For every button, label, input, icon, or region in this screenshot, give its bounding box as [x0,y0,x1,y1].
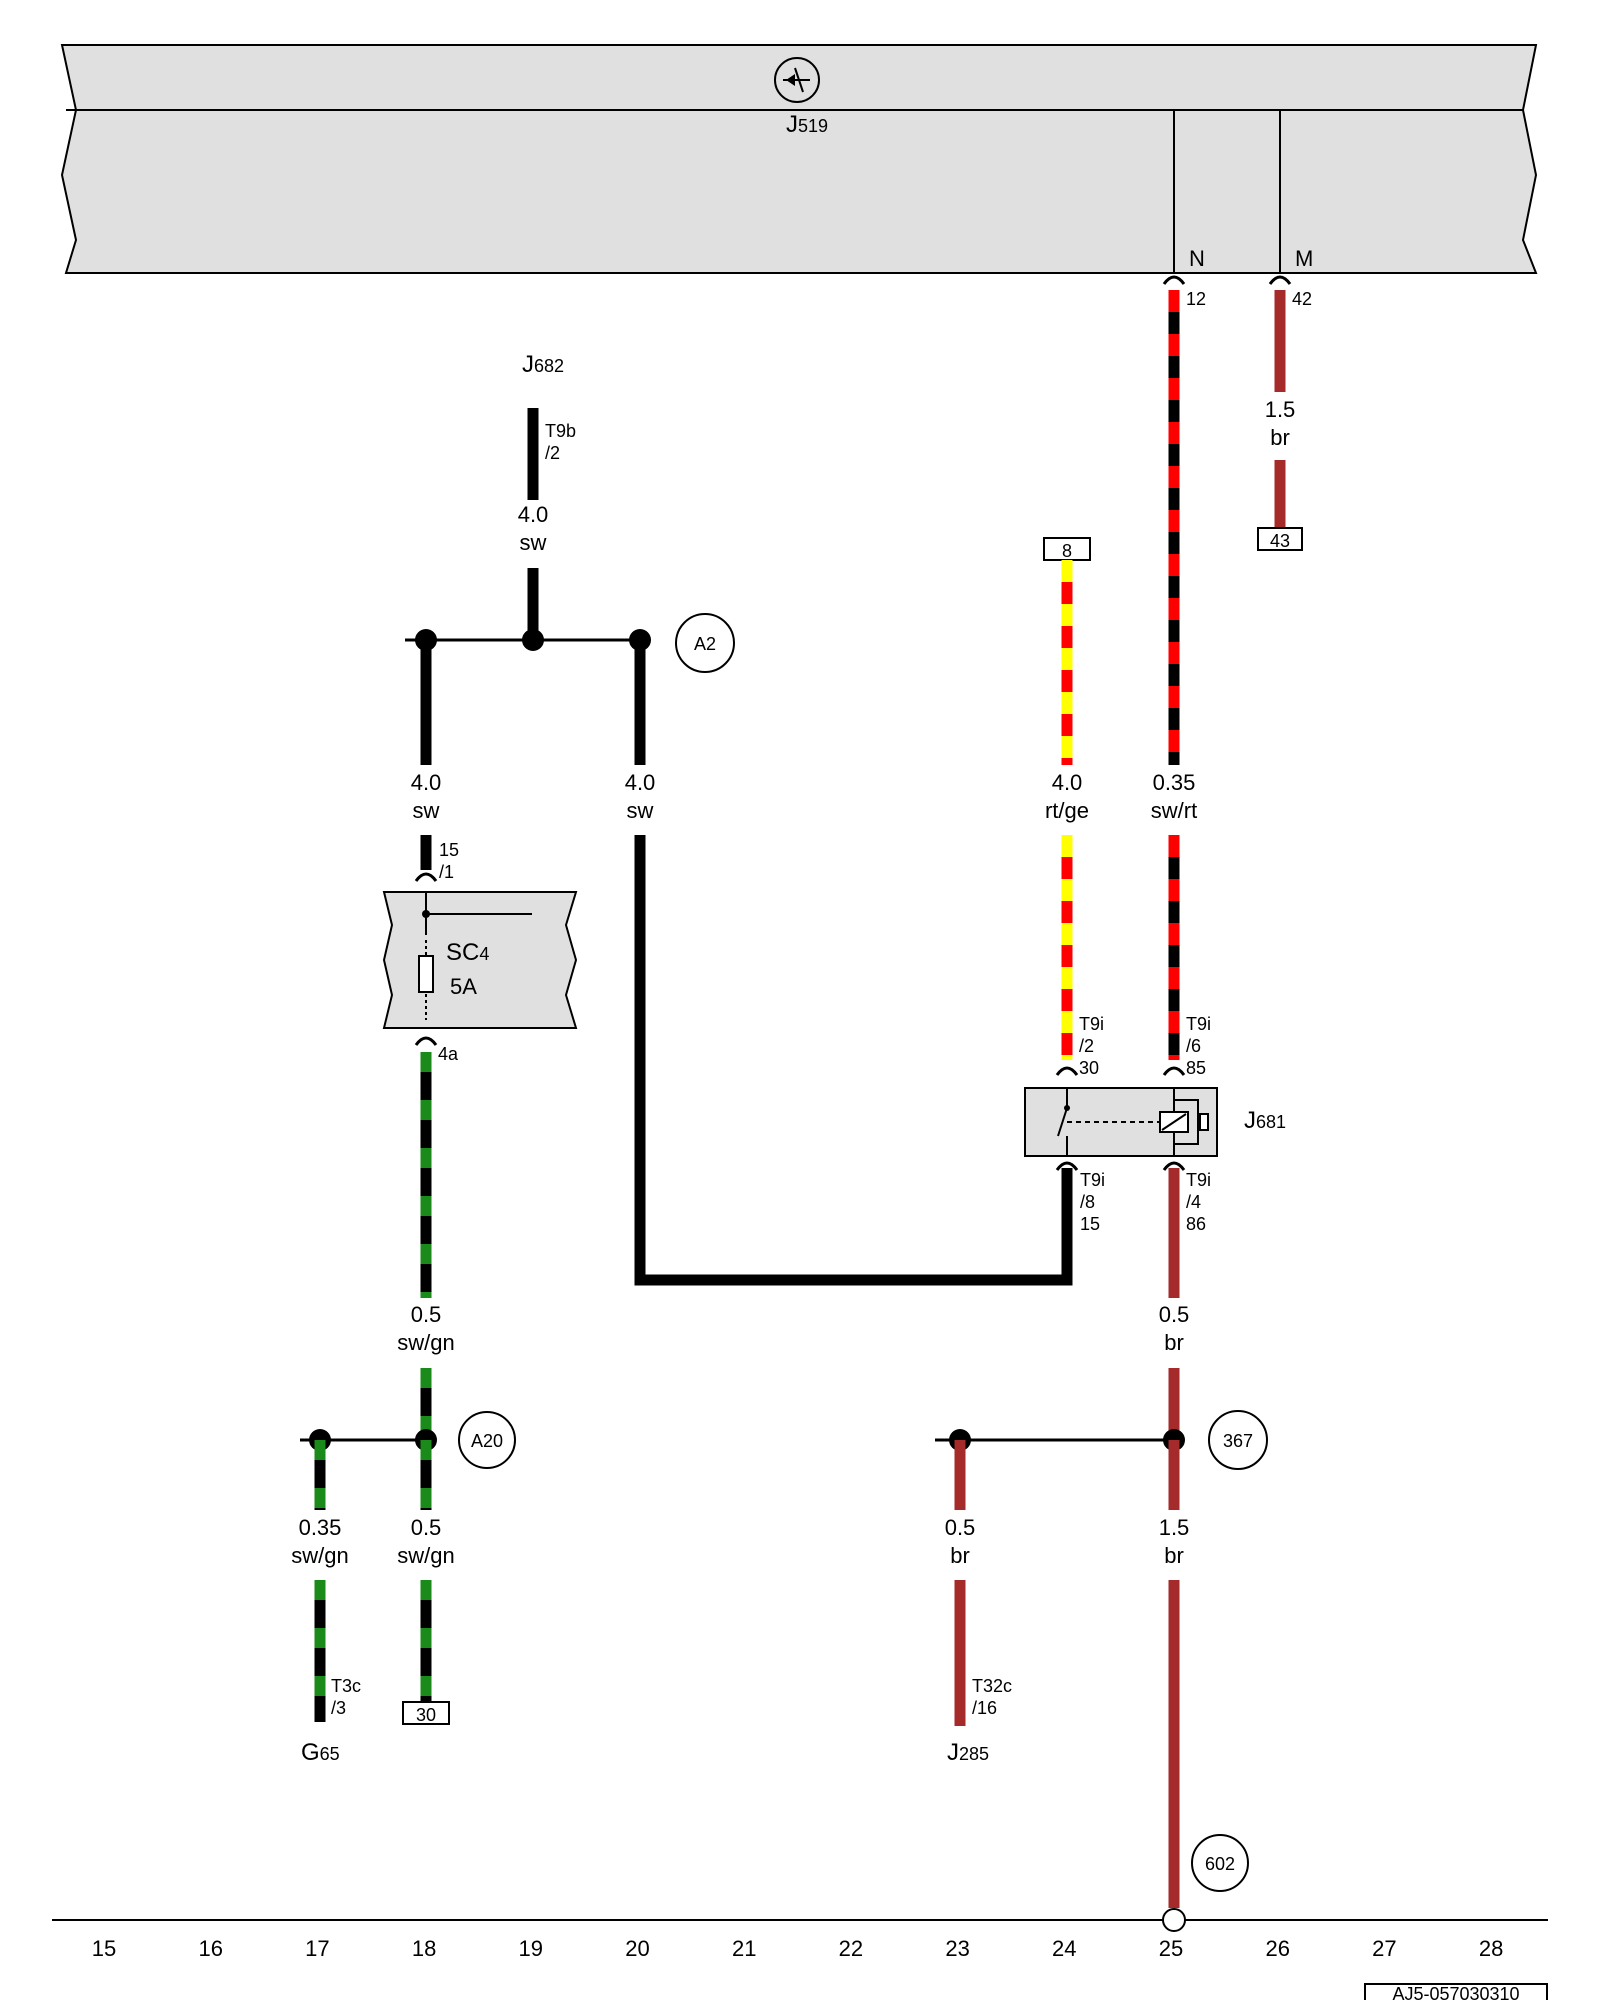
ref-43-label: 43 [1270,531,1290,551]
grid-number: 21 [732,1936,756,1961]
node-a20-label: A20 [471,1431,503,1451]
ref-30-box [402,1701,450,1725]
grid-number: 17 [305,1936,329,1961]
node-602-label: 602 [1205,1854,1235,1874]
grid-number: 26 [1265,1936,1289,1961]
doc-id-box [1364,1983,1548,2000]
wire-30-size: 0.5 [411,1515,442,1540]
ref-30-label: 30 [416,1705,436,1725]
j519-code: J [786,111,798,138]
wire-m-color: br [1270,425,1290,450]
wire-br86-size: 0.5 [1159,1302,1190,1327]
t9b-label: T9b [545,421,576,441]
wire-rtge-color: rt/ge [1045,798,1089,823]
node-a2-label: A2 [694,634,716,654]
wire-j285-color: br [950,1543,970,1568]
sc4-rating: 5A [450,974,477,999]
grid-number: 27 [1372,1936,1396,1961]
t9i-6-b: /6 [1186,1036,1201,1056]
wire-gnd-size: 1.5 [1159,1515,1190,1540]
wire-gnd-color: br [1164,1543,1184,1568]
wire-a2-sw [634,640,1073,1286]
relay-switch-icon [1057,1107,1068,1137]
control-unit-j519: J519 N M [60,44,1538,274]
pin-42-label: 42 [1292,289,1312,309]
node-367 [1208,1410,1268,1470]
wire-rtge-size: 4.0 [1052,770,1083,795]
wire-swrt-color: sw/rt [1151,798,1197,823]
grid-number: 23 [945,1936,969,1961]
junction-dot [522,629,544,651]
control-unit-icon [783,67,810,93]
wire-sc-in-size: 4.0 [411,770,442,795]
grid-number: 15 [92,1936,116,1961]
fuse-sc4 [382,891,578,1029]
ground-point [1162,1908,1186,1932]
grid-number: 18 [412,1936,436,1961]
t9b-pin-label: /2 [545,443,560,463]
t3c-pin-label: /3 [331,1698,346,1718]
grid-number: 24 [1052,1936,1076,1961]
grid-number: 19 [519,1936,543,1961]
t32c-pin-label: /16 [972,1698,997,1718]
wire-m-size: 1.5 [1265,397,1296,422]
ref-43-box [1257,527,1303,551]
g65-label: G65 [301,1739,340,1766]
t9i-2-a: T9i [1079,1014,1104,1034]
grid-number: 28 [1479,1936,1503,1961]
relay-j681 [1024,1087,1218,1157]
j681-label: J681 [1244,1107,1286,1134]
sc-in-pin-a: 15 [439,840,459,860]
wire-a2-color: sw [627,798,654,823]
t9i-6-a: T9i [1186,1014,1211,1034]
j682-label: J682 [522,351,564,378]
t9i-4-b: /4 [1186,1192,1201,1212]
ref-8-label: 8 [1062,541,1072,561]
j519-sub: 519 [798,116,828,136]
sc-out-pin: 4a [438,1044,459,1064]
t9i-6-c: 85 [1186,1058,1206,1078]
node-367-label: 367 [1223,1431,1253,1451]
t32c-label: T32c [972,1676,1012,1696]
t9i-4-c: 86 [1186,1214,1206,1234]
node-602 [1191,1834,1249,1892]
node-a20 [458,1411,516,1469]
wire-j682-color: sw [520,530,547,555]
pin-m-label: M [1295,246,1313,271]
t9i-4-a: T9i [1186,1170,1211,1190]
grid-number: 16 [198,1936,222,1961]
sc4-label: SC4 [446,939,489,966]
wire-g65-size: 0.35 [299,1515,342,1540]
t9i-2-b: /2 [1079,1036,1094,1056]
t9i-8-c: 15 [1080,1214,1100,1234]
doc-id: AJ5-057030310 [1392,1984,1519,2000]
grid-number: 20 [625,1936,649,1961]
t9i-2-c: 30 [1079,1058,1099,1078]
grid-number: 22 [839,1936,863,1961]
wire-swrt-size: 0.35 [1153,770,1196,795]
node-a2 [675,613,735,673]
wire-br86-color: br [1164,1330,1184,1355]
wire-swgn-size: 0.5 [411,1302,442,1327]
wire-a2-size: 4.0 [625,770,656,795]
wire-sc-in-color: sw [413,798,440,823]
t3c-label: T3c [331,1676,361,1696]
wire-j682-size: 4.0 [518,502,549,527]
sc-in-pin-b: /1 [439,862,454,882]
svg-text:J519: J519 [786,111,828,138]
grid-number-row: 15 16 17 18 19 20 21 22 23 24 25 26 27 28 [92,1936,1504,1961]
t9i-8-a: T9i [1080,1170,1105,1190]
pin-12-label: 12 [1186,289,1206,309]
j285-label: J285 [947,1739,989,1766]
wire-g65-color: sw/gn [291,1543,348,1568]
wire-swgn-color: sw/gn [397,1330,454,1355]
fuse-icon [418,955,434,993]
wire-j285-size: 0.5 [945,1515,976,1540]
grid-number: 25 [1159,1936,1183,1961]
pin-n-label: N [1189,246,1205,271]
wire-30-color: sw/gn [397,1543,454,1568]
t9i-8-b: /8 [1080,1192,1095,1212]
